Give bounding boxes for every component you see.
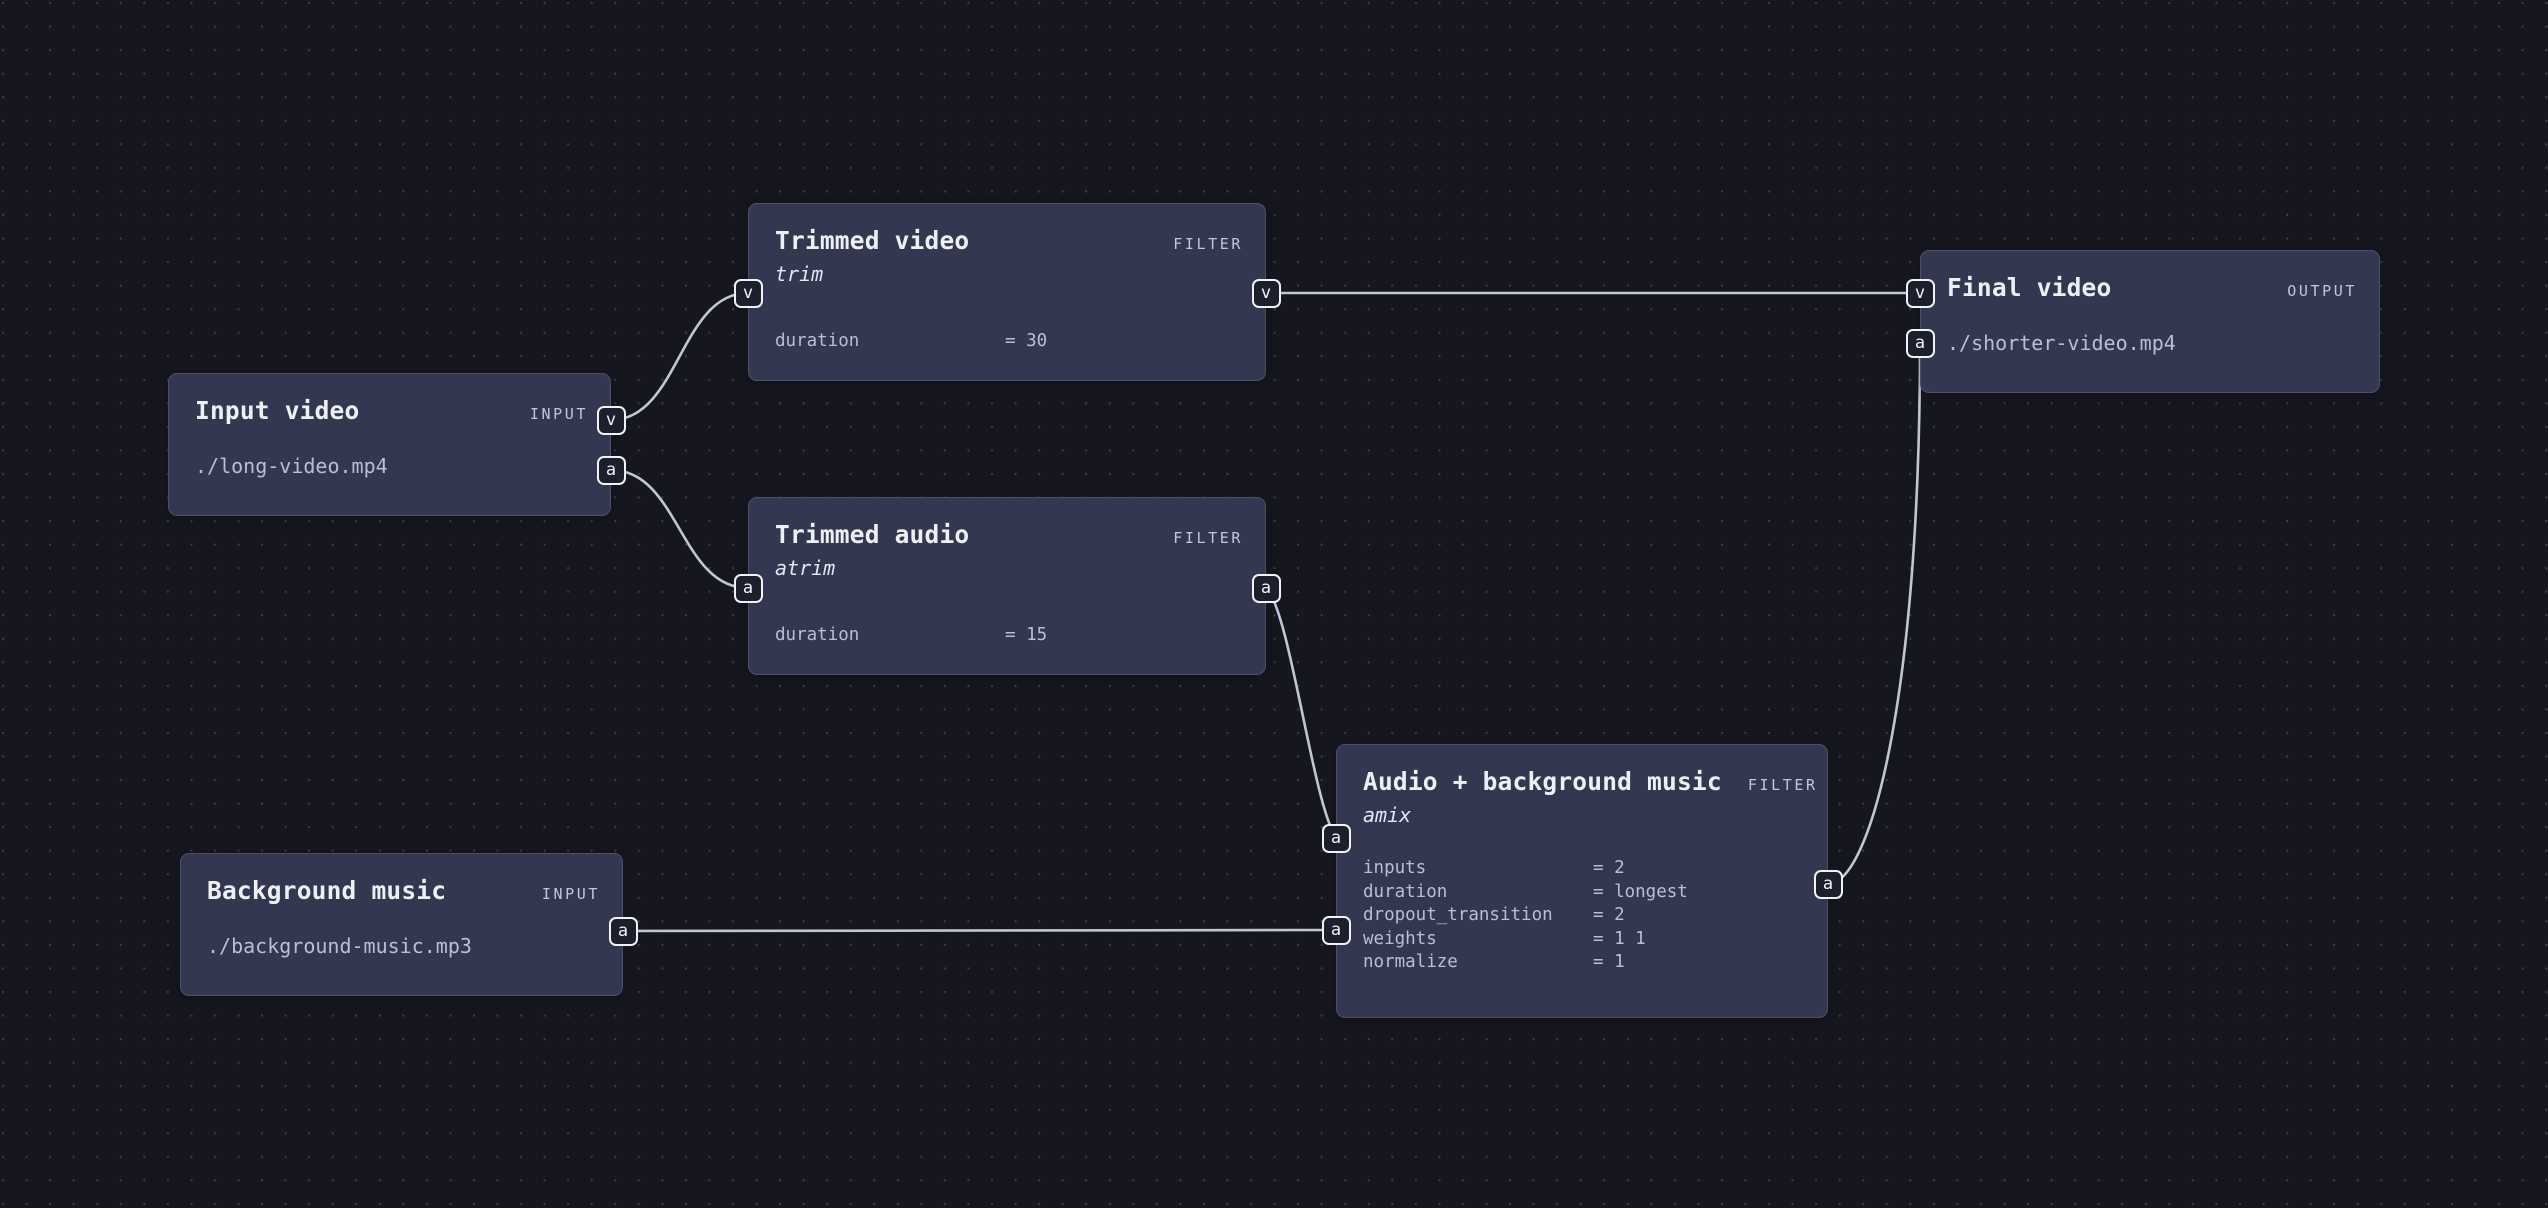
port-label: a bbox=[1914, 332, 1926, 353]
node-header: Trimmed audio FILTER bbox=[775, 520, 1243, 549]
parameter-key: duration bbox=[1363, 881, 1448, 902]
port-out-v[interactable]: v bbox=[1251, 278, 1281, 308]
node-file-path: ./long-video.mp4 bbox=[195, 454, 388, 478]
port-label: a bbox=[605, 459, 617, 480]
graph-edge[interactable] bbox=[621, 928, 1338, 933]
parameter-key: duration bbox=[775, 331, 860, 351]
graph-edge[interactable] bbox=[1826, 341, 1922, 886]
port-label: a bbox=[1330, 827, 1342, 848]
node-parameter-row[interactable]: duration = 30 bbox=[775, 330, 1245, 354]
node-kind-badge: FILTER bbox=[1747, 776, 1818, 794]
node-title: Background music bbox=[207, 876, 447, 905]
port-label: a bbox=[1822, 873, 1834, 894]
parameter-key: duration bbox=[775, 625, 860, 645]
parameter-value: = 1 1 bbox=[1593, 928, 1646, 949]
graph-node-trimmed-audio[interactable]: Trimmed audio FILTER atrim duration = 15 bbox=[748, 497, 1266, 675]
node-parameter-list: duration = 15 bbox=[775, 624, 1245, 648]
node-title: Final video bbox=[1947, 273, 2112, 302]
node-filter-name: atrim bbox=[775, 556, 836, 580]
node-title: Trimmed video bbox=[775, 226, 970, 255]
parameter-key: weights bbox=[1363, 928, 1437, 949]
port-label: a bbox=[742, 577, 754, 598]
parameter-value: = 15 bbox=[1005, 625, 1048, 645]
node-header: Background music INPUT bbox=[207, 876, 600, 905]
graph-node-audio-background-music[interactable]: Audio + background music FILTER amix inputs… bbox=[1336, 744, 1828, 1018]
node-title: Trimmed audio bbox=[775, 520, 970, 549]
parameter-key: inputs bbox=[1363, 858, 1427, 878]
port-label: v bbox=[605, 409, 617, 430]
graph-edge[interactable] bbox=[609, 291, 750, 422]
parameter-key: normalize bbox=[1363, 952, 1458, 972]
port-in-v[interactable]: v bbox=[733, 278, 763, 308]
port-label: a bbox=[1260, 577, 1272, 598]
node-filter-name: trim bbox=[775, 262, 824, 286]
node-parameter-list: duration = 30 bbox=[775, 330, 1245, 354]
node-header: Input video INPUT bbox=[195, 396, 588, 425]
port-label: v bbox=[1260, 282, 1272, 303]
node-header: Final video OUTPUT bbox=[1947, 273, 2357, 302]
parameter-value: = 2 bbox=[1593, 905, 1625, 925]
port-in-v[interactable]: v bbox=[1905, 278, 1935, 308]
node-parameter-row[interactable]: duration = longest bbox=[1363, 881, 1807, 905]
port-label: v bbox=[1914, 282, 1926, 303]
port-label: a bbox=[1330, 919, 1342, 940]
parameter-key: dropout_transition bbox=[1363, 905, 1553, 925]
node-kind-badge: INPUT bbox=[541, 885, 600, 903]
node-kind-badge: INPUT bbox=[529, 405, 588, 423]
graph-edge[interactable] bbox=[609, 468, 750, 590]
port-out-a[interactable]: a bbox=[1251, 573, 1281, 603]
node-header: Audio + background music FILTER bbox=[1363, 767, 1815, 796]
port-out-a[interactable]: a bbox=[596, 455, 626, 485]
port-out-a[interactable]: a bbox=[1813, 869, 1843, 899]
node-parameter-row[interactable]: inputs = 2 bbox=[1363, 857, 1807, 881]
node-filter-name: amix bbox=[1363, 803, 1412, 827]
node-title: Input video bbox=[195, 396, 360, 425]
node-header: Trimmed video FILTER bbox=[775, 226, 1243, 255]
node-parameter-row[interactable]: duration = 15 bbox=[775, 624, 1245, 648]
graph-node-input-video[interactable]: Input video INPUT ./long-video.mp4 bbox=[168, 373, 611, 516]
node-parameter-row[interactable]: dropout_transition = 2 bbox=[1363, 904, 1807, 928]
port-label: v bbox=[742, 282, 754, 303]
port-in-a[interactable]: a bbox=[733, 573, 763, 603]
parameter-value: = 1 bbox=[1593, 952, 1625, 972]
parameter-value: = 2 bbox=[1593, 858, 1625, 878]
node-title: Audio + background music bbox=[1363, 767, 1722, 796]
node-file-path: ./background-music.mp3 bbox=[207, 934, 472, 958]
parameter-value: = 30 bbox=[1005, 331, 1048, 351]
node-kind-badge: FILTER bbox=[1173, 529, 1243, 547]
port-out-v[interactable]: v bbox=[596, 405, 626, 435]
graph-node-trimmed-video[interactable]: Trimmed video FILTER trim duration = 30 bbox=[748, 203, 1266, 381]
graph-edge[interactable] bbox=[1264, 586, 1338, 840]
node-kind-badge: OUTPUT bbox=[2287, 282, 2357, 300]
graph-node-background-music[interactable]: Background music INPUT ./background-music.… bbox=[180, 853, 623, 996]
port-in-a[interactable]: a bbox=[1321, 915, 1351, 945]
graph-node-final-video[interactable]: Final video OUTPUT ./shorter-video.mp4 bbox=[1920, 250, 2380, 393]
node-parameter-row[interactable]: weights = 1 1 bbox=[1363, 928, 1807, 952]
port-label: a bbox=[617, 920, 629, 941]
parameter-value: = longest bbox=[1593, 881, 1688, 902]
port-in-a[interactable]: a bbox=[1321, 823, 1351, 853]
port-out-a[interactable]: a bbox=[608, 916, 638, 946]
node-kind-badge: FILTER bbox=[1173, 235, 1243, 253]
node-file-path: ./shorter-video.mp4 bbox=[1947, 331, 2176, 355]
node-parameter-row[interactable]: normalize = 1 bbox=[1363, 951, 1807, 975]
port-in-a[interactable]: a bbox=[1905, 328, 1935, 358]
